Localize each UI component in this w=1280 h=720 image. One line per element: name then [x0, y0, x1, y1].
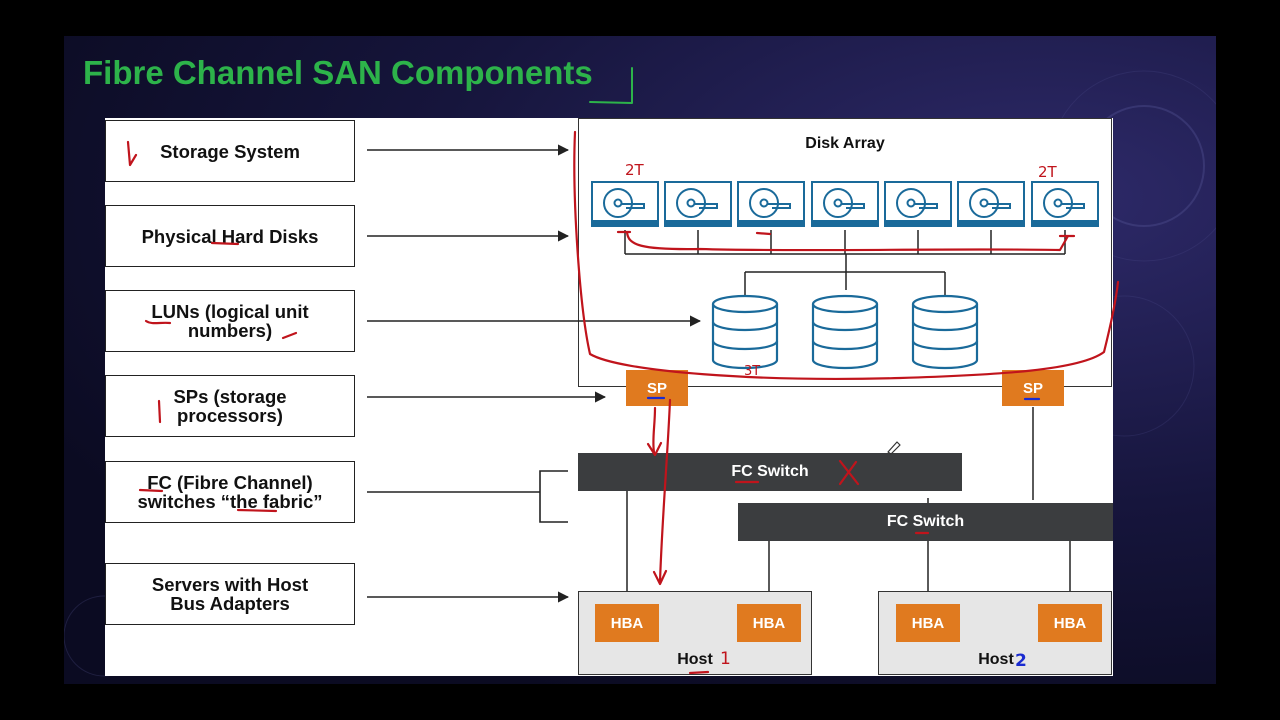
component-label: LUNs (logical unit numbers): [151, 301, 309, 341]
hard-disk-icon: [591, 181, 659, 227]
host-2-hba-1: HBA: [896, 604, 960, 642]
component-label: Servers with Host Bus Adapters: [151, 574, 309, 614]
annotation-lun-capacity: 3T: [744, 364, 761, 379]
fc-switch-1: FC Switch: [578, 453, 962, 491]
disk-array-title: Disk Array: [805, 135, 885, 152]
lun-database-icon: [811, 294, 879, 370]
slide-title: Fibre Channel SAN Components: [83, 54, 593, 91]
annotation-host-2-number: 2: [1015, 651, 1027, 671]
component-physical-hard-disks: Physical Hard Disks: [105, 205, 355, 267]
annotation-disk-capacity: 2T: [625, 161, 644, 179]
lun-database-icon: [911, 294, 979, 370]
lun-database-icon: [711, 294, 779, 370]
annotation-host-1-number: 1: [720, 649, 731, 669]
hard-disk-icon: [1031, 181, 1099, 227]
component-fc-switches: FC (Fibre Channel) switches “the fabric”: [105, 461, 355, 523]
host-2-label: Host: [978, 651, 1014, 668]
storage-processor-a: SP: [626, 370, 688, 406]
component-servers-hbas: Servers with Host Bus Adapters: [105, 563, 355, 625]
host-1-label: Host: [677, 651, 713, 668]
host-1-hba-2: HBA: [737, 604, 801, 642]
fc-switch-2: FC Switch: [738, 503, 1113, 541]
hard-disk-icon: [737, 181, 805, 227]
annotation-disk-capacity: 2T: [1038, 163, 1057, 181]
component-label: SPs (storage processors): [173, 386, 287, 426]
component-label: Physical Hard Disks: [141, 225, 319, 247]
hard-disk-icon: [664, 181, 732, 227]
component-storage-processors: SPs (storage processors): [105, 375, 355, 437]
bracket-switches: [539, 470, 568, 523]
host-1-hba-1: HBA: [595, 604, 659, 642]
component-label: Storage System: [160, 140, 300, 162]
component-storage-system: Storage System: [105, 120, 355, 182]
hard-disk-icon: [957, 181, 1025, 227]
hard-disk-icon: [811, 181, 879, 227]
host-2-hba-2: HBA: [1038, 604, 1102, 642]
hard-disk-icon: [884, 181, 952, 227]
component-label: FC (Fibre Channel) switches “the fabric”: [137, 472, 323, 512]
